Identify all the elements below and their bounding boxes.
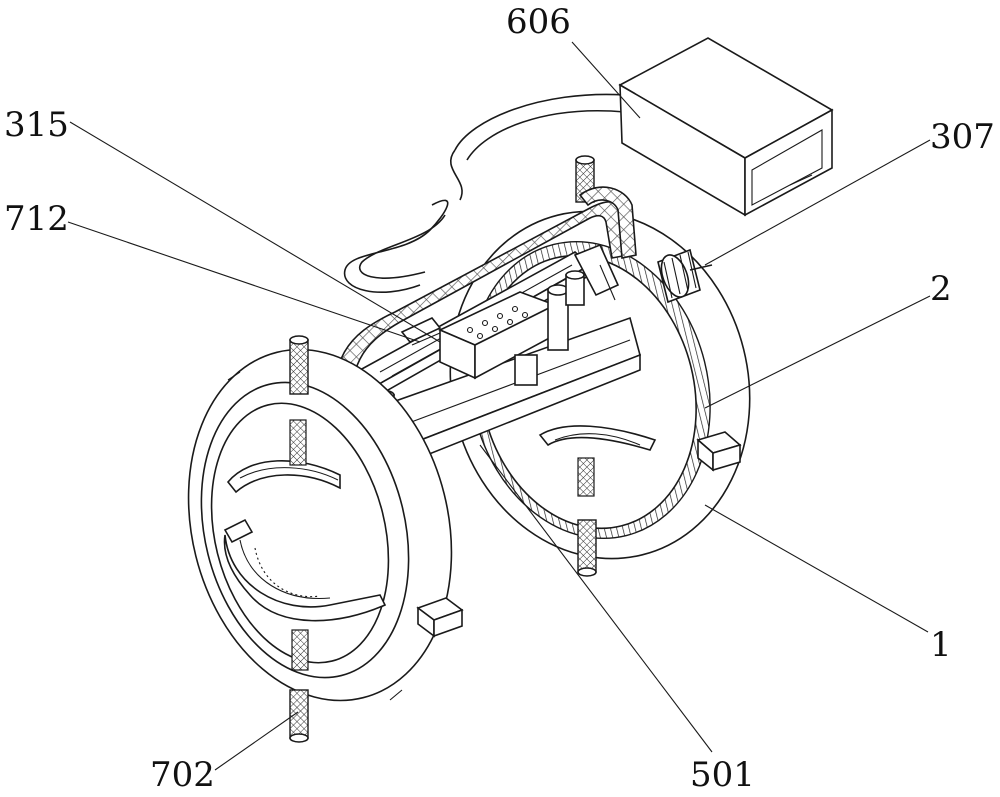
rear-clamp-block: [696, 431, 742, 472]
leader-501: [479, 444, 713, 753]
front-upper-jaw: [226, 460, 341, 494]
front-ring: [187, 348, 453, 702]
front-top-screw: [289, 339, 309, 395]
leader-1: [704, 504, 929, 633]
callout-501: 501: [690, 755, 755, 795]
callout-307: 307: [930, 117, 995, 157]
control-box: [618, 37, 834, 217]
callout-2: 2: [930, 269, 952, 309]
signal-cable: [343, 93, 626, 293]
leader-315: [69, 121, 441, 343]
leader-lines: [67, 41, 931, 771]
callout-606: 606: [506, 2, 571, 42]
callout-315: 315: [4, 105, 69, 145]
leader-2: [704, 295, 931, 409]
front-clamp-block: [416, 597, 464, 638]
leader-702: [214, 711, 299, 771]
callout-712: 712: [4, 199, 69, 239]
torch-holder: [514, 270, 585, 386]
rear-bottom-screw: [577, 519, 597, 573]
front-bottom-screw: [289, 689, 309, 739]
front-lower-jaw: [223, 518, 387, 622]
sliding-carriage: [438, 291, 558, 380]
drive-motor: [657, 248, 713, 304]
rear-bracket: [573, 243, 620, 301]
leader-712: [67, 221, 421, 343]
leader-307: [704, 139, 931, 266]
leader-606: [571, 41, 641, 119]
callout-1: 1: [930, 625, 952, 665]
callout-702: 702: [150, 755, 215, 795]
